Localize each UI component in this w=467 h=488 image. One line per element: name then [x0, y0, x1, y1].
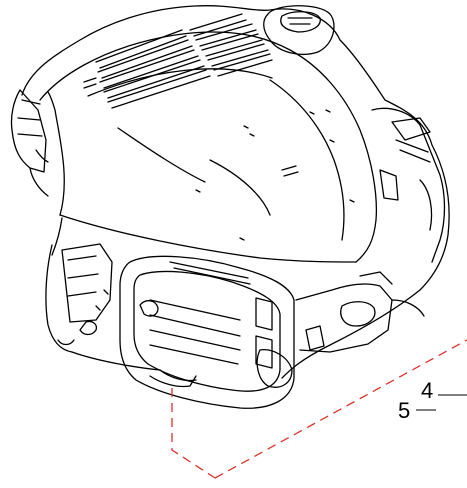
exhaust-outlet: [149, 375, 197, 388]
right-housing: [371, 107, 446, 263]
crankcase: [45, 244, 73, 353]
muffler-shield: [119, 255, 295, 409]
engine-block-right: [295, 283, 393, 353]
left-bracket: [10, 89, 47, 173]
leader-line-right: [214, 339, 467, 479]
leader-lines: [171, 339, 467, 479]
fuel-cap: [263, 5, 335, 55]
callout-number-4: 4: [421, 378, 434, 403]
engine-outline: [21, 5, 450, 379]
engine-drawing: [10, 5, 450, 409]
shroud-top: [39, 31, 378, 263]
callout-ticks: [416, 394, 467, 411]
callout-number-5: 5: [398, 398, 411, 423]
detail-marks: [95, 109, 355, 311]
cooling-grille: [83, 13, 273, 109]
leader-line-left: [171, 388, 216, 479]
